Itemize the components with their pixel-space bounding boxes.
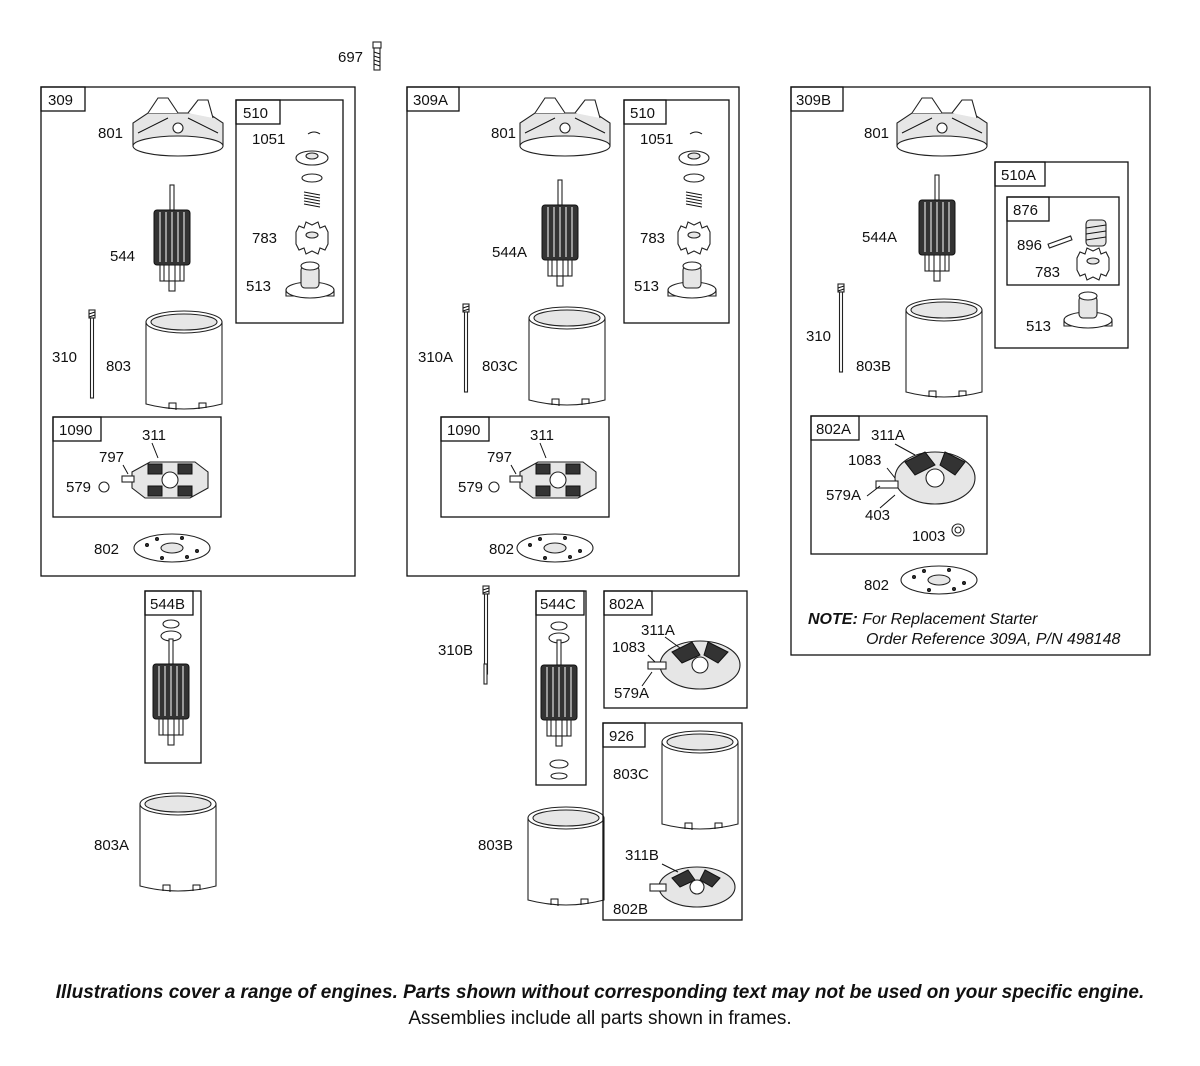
tag-1090: 1090: [447, 422, 480, 439]
label-544a: 544A: [492, 244, 527, 261]
label-1051: 1051: [640, 131, 673, 148]
label-896: 896: [1017, 237, 1042, 254]
label-797: 797: [99, 449, 124, 466]
label-579: 579: [458, 479, 483, 496]
label-311: 311: [142, 427, 166, 444]
tag-544c: 544C: [540, 596, 576, 613]
label-1083: 1083: [848, 452, 881, 469]
footer-disclaimer: Illustrations cover a range of engines. …: [0, 982, 1200, 1030]
footer-disclaimer-bold: Illustrations cover a range of engines. …: [55, 982, 1145, 1003]
label-310a: 310A: [418, 349, 453, 366]
label-801: 801: [98, 125, 123, 142]
label-803a: 803A: [94, 837, 129, 854]
label-579: 579: [66, 479, 91, 496]
tag-802a: 802A: [816, 421, 851, 438]
label-544: 544: [110, 248, 135, 265]
label-311b: 311B: [625, 847, 659, 864]
tag-309b: 309B: [796, 92, 831, 109]
label-783: 783: [640, 230, 665, 247]
assembly-802a[interactable]: 802A 311A 1083 579A: [603, 590, 748, 709]
tag-544b: 544B: [150, 596, 185, 613]
label-802: 802: [94, 541, 119, 558]
tag-510a: 510A: [1001, 167, 1036, 184]
tag-309: 309: [48, 92, 73, 109]
clip-1051: [307, 131, 321, 135]
tag-box: [40, 86, 86, 112]
tag-510: 510: [243, 105, 268, 122]
assembly-926[interactable]: 926 803C 311B 802B: [602, 722, 743, 921]
tag-510: 510: [630, 105, 655, 122]
assembly-309[interactable]: 309 801 544 310 803 510 1051 783 513 109…: [40, 86, 356, 577]
bolt-310b: [482, 585, 490, 675]
label-697: 697: [338, 49, 363, 66]
label-403: 403: [865, 507, 890, 524]
tag-926: 926: [609, 728, 634, 745]
replacement-note: NOTE: For Replacement Starter: [808, 611, 1038, 628]
label-803b: 803B: [856, 358, 891, 375]
bolt-697: [372, 41, 382, 71]
label-513: 513: [1026, 318, 1051, 335]
housing-803a: [139, 792, 217, 893]
label-1051: 1051: [252, 131, 285, 148]
replacement-note-line2: Order Reference 309A, P/N 498148: [866, 631, 1120, 648]
label-310: 310: [52, 349, 77, 366]
label-311a: 311A: [871, 427, 905, 444]
tag-876: 876: [1013, 202, 1038, 219]
label-783: 783: [252, 230, 277, 247]
assembly-544b[interactable]: 544B: [144, 590, 202, 764]
label-803b: 803B: [478, 837, 513, 854]
label-797: 797: [487, 449, 512, 466]
label-801: 801: [864, 125, 889, 142]
label-802b: 802B: [613, 901, 648, 918]
tag-802a: 802A: [609, 596, 644, 613]
label-1083: 1083: [612, 639, 645, 656]
assembly-309a[interactable]: 309A 801 544A 310A 803C 510 1051 783 513…: [406, 86, 740, 577]
tag-309a: 309A: [413, 92, 448, 109]
assembly-309b[interactable]: 309B 801 544A 310 803B 510A 876 896 783 …: [790, 86, 1151, 656]
label-802: 802: [489, 541, 514, 558]
label-802: 802: [864, 577, 889, 594]
label-1003: 1003: [912, 528, 945, 545]
parts-diagram: 697 309 801 544 310 803 510 1051 783 513: [40, 41, 1151, 921]
tag-1090: 1090: [59, 422, 92, 439]
label-579a: 579A: [826, 487, 861, 504]
label-801: 801: [491, 125, 516, 142]
label-803c: 803C: [482, 358, 518, 375]
label-311: 311: [530, 427, 554, 444]
label-513: 513: [246, 278, 271, 295]
assembly-544c[interactable]: 544C: [535, 590, 587, 786]
label-803: 803: [106, 358, 131, 375]
label-311a: 311A: [641, 622, 675, 639]
label-803c: 803C: [613, 766, 649, 783]
label-783: 783: [1035, 264, 1060, 281]
label-513: 513: [634, 278, 659, 295]
label-310: 310: [806, 328, 831, 345]
housing-803b: [527, 806, 605, 907]
footer-assemblies-note: Assemblies include all parts shown in fr…: [408, 1008, 792, 1029]
label-544a: 544A: [862, 229, 897, 246]
label-310b: 310B: [438, 642, 473, 659]
label-579a: 579A: [614, 685, 649, 702]
